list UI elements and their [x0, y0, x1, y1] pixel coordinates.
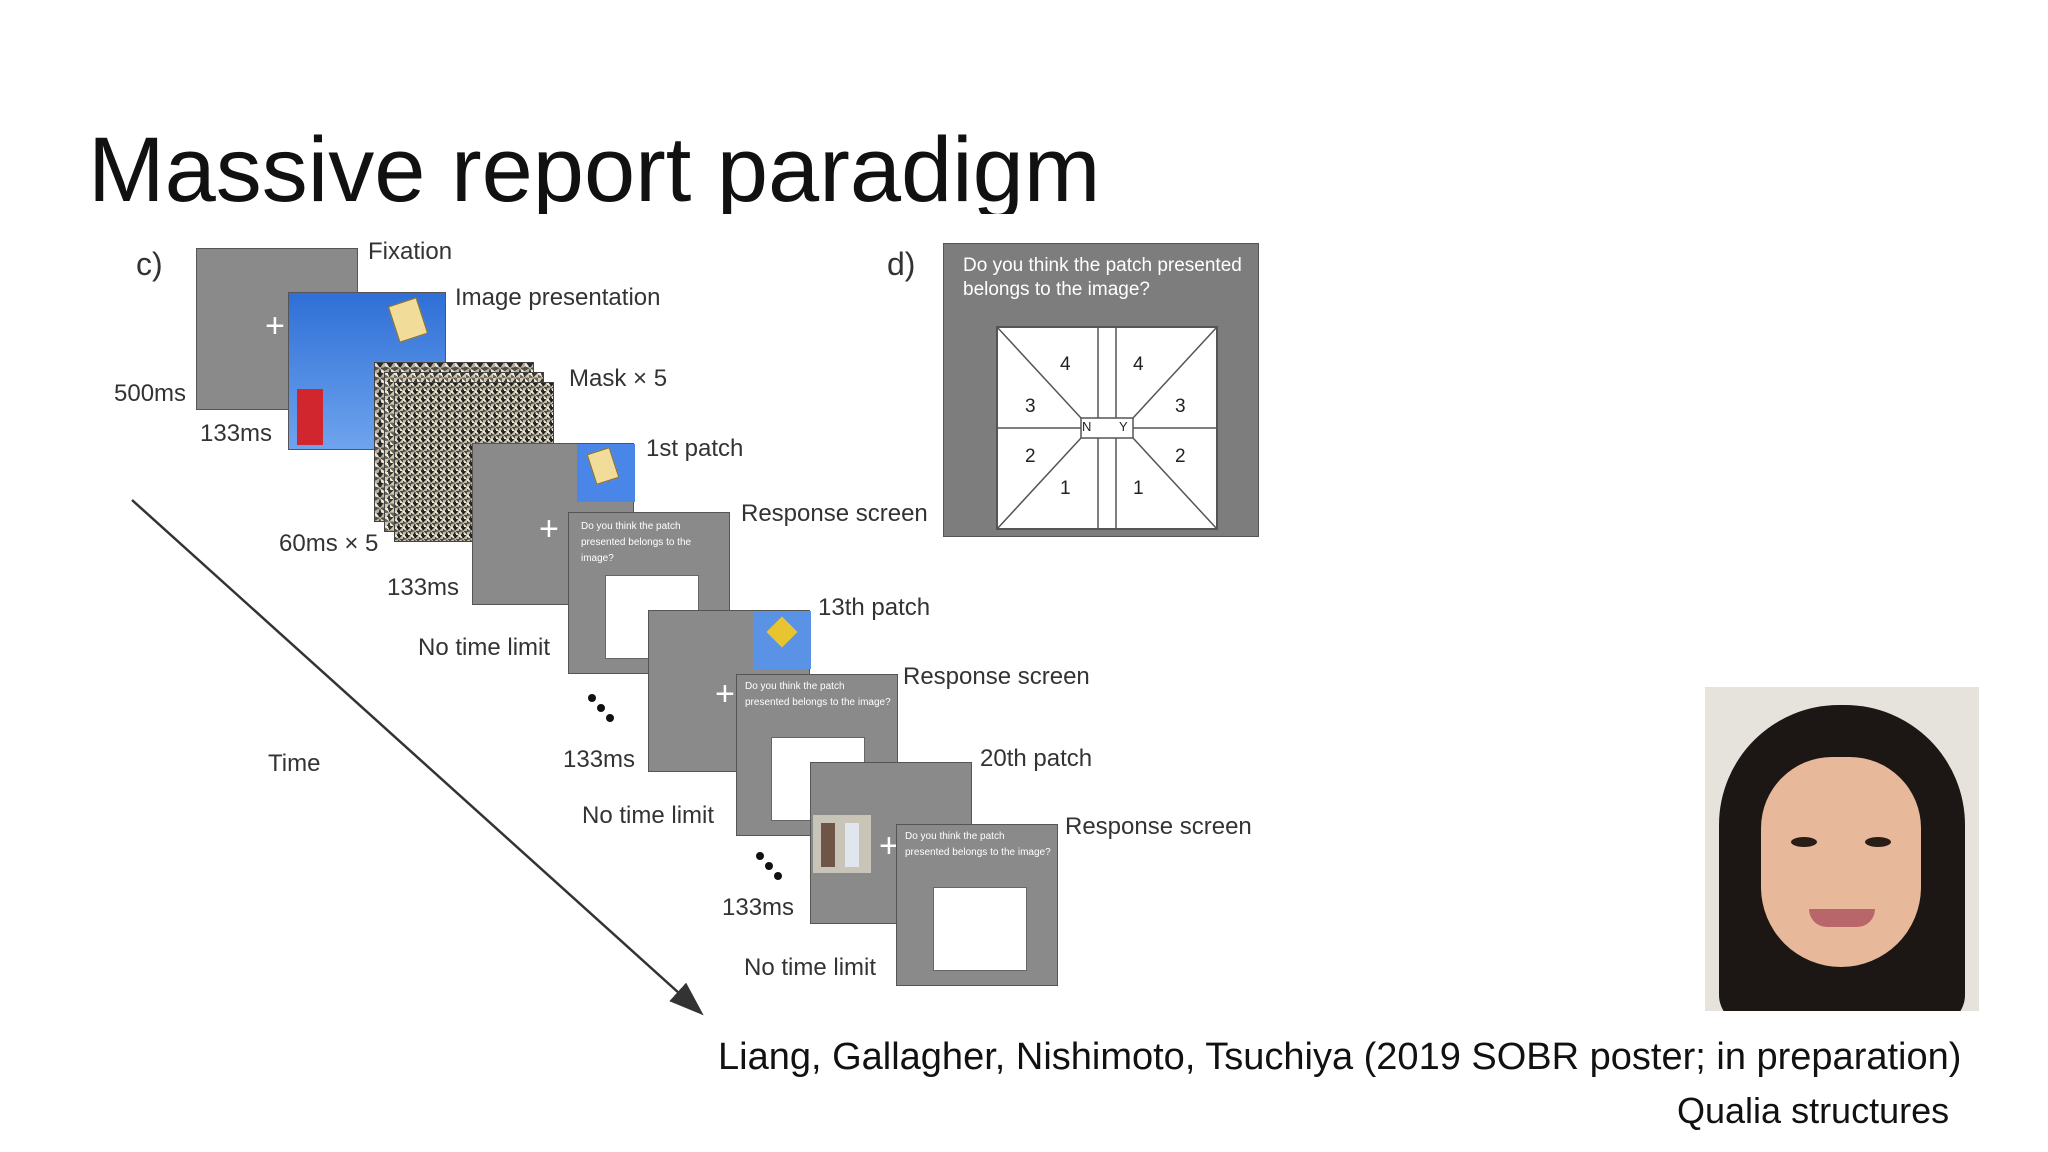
ellipsis-dots-2	[756, 852, 786, 882]
time-arrow	[131, 499, 704, 1016]
label-fixation: Fixation	[368, 238, 453, 265]
right-rating-3: 3	[1175, 396, 1186, 417]
presenter-photo	[1705, 687, 1979, 1011]
response-screen-3: Do you think the patch presented belongs…	[896, 824, 1058, 986]
timing-no-limit-1: No time limit	[418, 634, 551, 661]
left-rating-4: 4	[1060, 354, 1071, 375]
ellipsis-dots-1	[588, 694, 618, 724]
patch-cross-icon-3: +	[879, 827, 899, 865]
timing-133ms-image: 133ms	[200, 420, 273, 447]
timing-60ms-mask: 60ms × 5	[279, 530, 379, 557]
right-rating-1: 1	[1133, 478, 1144, 499]
citation: Liang, Gallagher, Nishimoto, Tsuchiya (2…	[718, 1036, 1962, 1078]
label-twentieth-patch: 20th patch	[980, 745, 1093, 772]
label-thirteenth-patch: 13th patch	[818, 594, 931, 621]
left-rating-3: 3	[1025, 396, 1036, 417]
center-label-y: Y	[1119, 419, 1128, 434]
response-screen-detail: Do you think the patch presented belongs…	[943, 243, 1259, 537]
timing-no-limit-3: No time limit	[744, 954, 877, 981]
timing-133ms-patch-20: 133ms	[722, 894, 795, 921]
label-response-3: Response screen	[1065, 813, 1252, 840]
label-response-1: Response screen	[741, 500, 928, 527]
response-grid-3	[933, 887, 1027, 971]
label-image-presentation: Image presentation	[455, 284, 661, 311]
label-response-2: Response screen	[903, 663, 1090, 690]
patch-cross-icon: +	[539, 510, 559, 548]
timing-133ms-patch-13: 133ms	[563, 746, 636, 773]
patch-cross-icon-2: +	[715, 675, 735, 713]
person-image-icon	[297, 389, 323, 445]
slide-footer: Qualia structures	[1677, 1090, 1950, 1131]
fixation-cross-icon: +	[265, 307, 285, 345]
response-question-1: Do you think the patch presented belongs…	[581, 521, 692, 564]
timing-133ms-patch-1: 133ms	[387, 574, 460, 601]
label-first-patch: 1st patch	[646, 435, 744, 462]
left-rating-1: 1	[1060, 478, 1071, 499]
slide-title: Massive report paradigm	[88, 119, 1101, 214]
rating-grid	[996, 326, 1218, 530]
time-axis-label: Time	[268, 750, 321, 777]
kite-patch-icon	[753, 611, 811, 669]
detail-question: Do you think the patch presented belongs…	[963, 255, 1242, 300]
center-label-n: N	[1082, 419, 1092, 434]
label-mask: Mask × 5	[569, 365, 668, 392]
timing-no-limit-2: No time limit	[582, 802, 715, 829]
patch-image-icon	[577, 444, 635, 502]
panel-c-letter: c)	[136, 246, 163, 282]
clipboard-image-icon	[387, 297, 429, 343]
response-question-2: Do you think the patch presented belongs…	[745, 681, 891, 708]
timing-500ms: 500ms	[114, 380, 187, 407]
response-question-3: Do you think the patch presented belongs…	[905, 831, 1051, 858]
right-rating-4: 4	[1133, 354, 1144, 375]
people-patch-icon	[813, 815, 871, 873]
right-rating-2: 2	[1175, 446, 1186, 467]
panel-d-letter: d)	[887, 246, 916, 282]
left-rating-2: 2	[1025, 446, 1036, 467]
